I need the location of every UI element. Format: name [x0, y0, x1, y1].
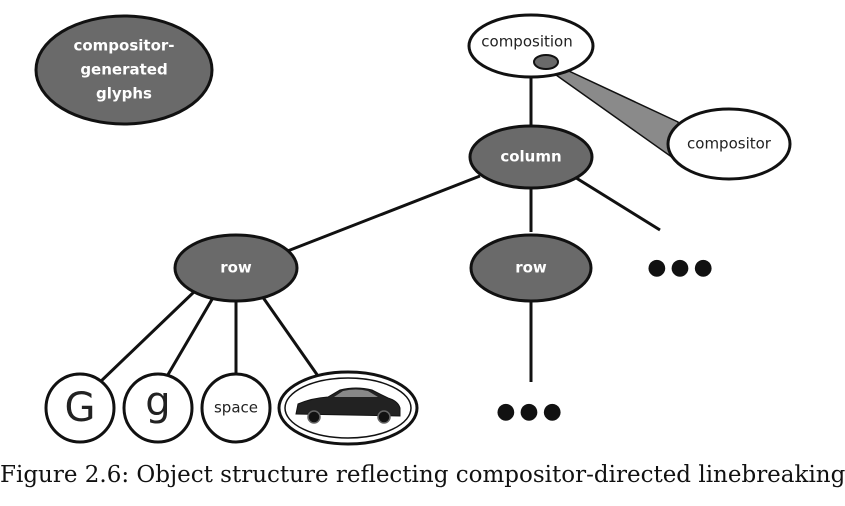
composition-node: composition	[467, 13, 595, 79]
column-label: column	[500, 148, 561, 166]
legend-compositor-generated-glyphs: compositor- generated glyphs	[34, 14, 214, 126]
tree-edges	[96, 74, 661, 386]
glyph-node-g: g	[122, 372, 194, 444]
edge-row-car	[260, 295, 320, 377]
glyph-node-car-image	[277, 370, 419, 446]
edge-column-more	[572, 174, 661, 232]
row-node-left: row	[173, 233, 299, 303]
legend-line-1: compositor-	[73, 37, 174, 55]
legend-line-2: generated	[80, 61, 167, 79]
glyph-G-label: G	[65, 385, 96, 431]
compositor-label: compositor	[687, 135, 772, 153]
row-mid-label: row	[515, 259, 547, 277]
column-node: column	[468, 124, 594, 190]
compositor-handle	[533, 54, 559, 70]
edge-row-G	[96, 288, 198, 386]
edge-column-row-left	[284, 174, 481, 254]
edge-row-g	[164, 295, 216, 379]
figure-caption: Figure 2.6: Object structure reflecting …	[0, 462, 845, 488]
object-structure-diagram: compositor- generated glyphs composition…	[34, 13, 792, 446]
glyph-g-label: g	[145, 379, 170, 425]
composition-label: composition	[481, 33, 572, 51]
row-node-mid: row	[469, 233, 593, 303]
glyph-node-G: G	[44, 372, 116, 444]
car-icon	[295, 387, 401, 424]
more-columns-ellipsis: ●●●	[647, 255, 717, 280]
glyph-node-space: space	[200, 372, 272, 444]
space-label: space	[214, 399, 258, 417]
row-left-label: row	[220, 259, 252, 277]
legend-line-3: glyphs	[96, 85, 152, 103]
more-rows-ellipsis: ●●●	[496, 399, 566, 424]
compositor-node: compositor	[666, 107, 792, 181]
